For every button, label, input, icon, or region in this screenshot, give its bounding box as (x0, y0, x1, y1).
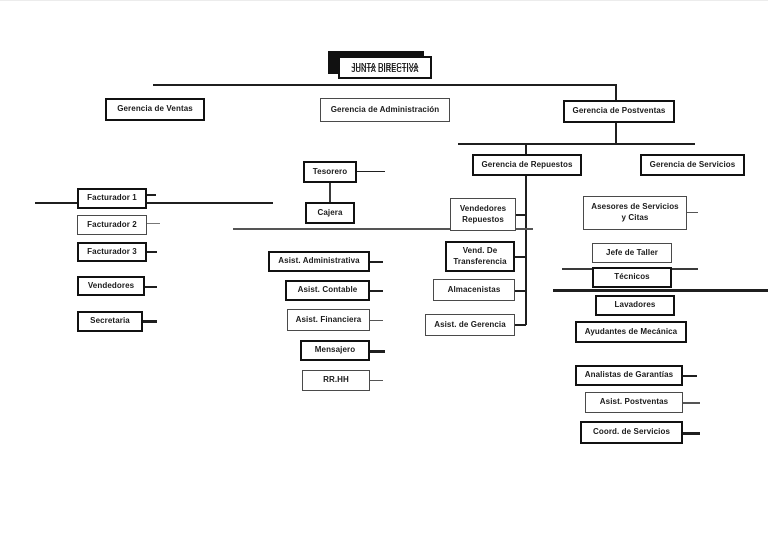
org-node-gerencia-admin: Gerencia de Administración (320, 98, 450, 122)
junta-directiva-label: JUNTA DIRECTIVA (351, 61, 419, 70)
connector-servicios-rail (553, 289, 768, 292)
connector-tick-vend-repuestos (515, 214, 526, 216)
org-node-facturador-3: Facturador 3 (77, 242, 147, 262)
org-node-vendedores-repuestos: Vendedores Repuestos (450, 198, 516, 231)
org-node-label: Asist. Administrativa (278, 256, 360, 266)
org-node-label: Facturador 1 (87, 193, 137, 203)
org-node-rr-hh: RR.HH (302, 370, 370, 391)
org-node-mensajero: Mensajero (300, 340, 370, 361)
connector-tick-vend-transf (514, 256, 526, 258)
org-node-label: Asesores de Servicios y Citas (591, 202, 679, 222)
org-node-label: Asist. de Gerencia (434, 319, 506, 329)
org-node-label: Asist. Financiera (295, 314, 362, 324)
org-node-label: Vend. De Transferencia (453, 245, 507, 266)
org-node-lavadores: Lavadores (595, 295, 675, 316)
connector-postventas-stub-bot (615, 122, 617, 144)
connector-tick-asist-contable (370, 290, 383, 292)
connector-repuestos-stub (525, 143, 527, 155)
org-node-label: Gerencia de Ventas (117, 104, 193, 114)
org-node-tecnicos: Técnicos (592, 267, 672, 288)
org-node-almacenistas: Almacenistas (433, 279, 515, 301)
org-node-label: Asist. Contable (297, 285, 358, 295)
org-node-asist-de-gerencia: Asist. de Gerencia (425, 314, 515, 336)
org-node-label: Facturador 3 (87, 246, 137, 256)
org-node-asesores-servicios: Asesores de Servicios y Citas (583, 196, 687, 230)
org-node-label: Gerencia de Postventas (572, 106, 666, 116)
connector-tick-asist-gerencia (514, 324, 526, 326)
connector-tick-analistas (683, 375, 697, 377)
connector-tick-asist-postventas (683, 402, 700, 404)
org-node-label: Asist. Postventas (599, 397, 669, 407)
connector-tesorero-cajera (329, 183, 331, 202)
org-node-label: Coord. de Servicios (592, 427, 671, 437)
org-node-asist-postventas: Asist. Postventas (585, 392, 683, 413)
org-node-label: Gerencia de Repuestos (481, 159, 573, 169)
org-node-label: Mensajero (314, 345, 356, 355)
connector-tick-asesores (687, 212, 698, 213)
org-node-gerencia-repuestos: Gerencia de Repuestos (472, 154, 582, 176)
connector-tick-tesorero (357, 171, 385, 172)
org-node-jefe-de-taller: Jefe de Taller (592, 243, 672, 263)
connector-tick-almacenistas (514, 290, 526, 292)
connector-tick-vendedores (145, 286, 157, 288)
junta-directiva-label-ghost: JUNTA DIRECTIVA (351, 65, 419, 74)
org-node-asist-contable: Asist. Contable (285, 280, 370, 301)
connector-tick-asist-financiera (370, 320, 383, 321)
org-node-label: Almacenistas (447, 284, 501, 294)
org-node-label: Lavadores (614, 300, 656, 310)
connector-top-rail (153, 84, 617, 86)
connector-postventas-stub-top (615, 84, 617, 101)
connector-admin-rail (233, 228, 533, 230)
org-node-asist-administrativa: Asist. Administrativa (268, 251, 370, 272)
connector-tick-coord-servicios (683, 432, 700, 435)
org-node-facturador-2: Facturador 2 (77, 215, 147, 235)
connector-tick-secretaria (143, 320, 157, 323)
org-node-label: RR.HH (323, 375, 349, 385)
org-node-facturador-1: Facturador 1 (77, 188, 147, 209)
org-node-label: Técnicos (614, 272, 650, 282)
org-node-label: Tesorero (312, 166, 348, 176)
connector-tick-facturador-3 (147, 251, 157, 253)
org-node-label: Gerencia de Servicios (649, 159, 736, 169)
junta-directiva-box: JUNTA DIRECTIVA JUNTA DIRECTIVA (338, 56, 432, 79)
org-node-vend-transferencia: Vend. De Transferencia (445, 241, 515, 272)
org-node-tesorero: Tesorero (303, 161, 357, 183)
org-node-label: Secretaria (90, 316, 130, 326)
org-node-asist-financiera: Asist. Financiera (287, 309, 370, 331)
org-node-gerencia-ventas: Gerencia de Ventas (105, 98, 205, 121)
org-node-analistas-garantias: Analistas de Garantías (575, 365, 683, 386)
org-node-label: Jefe de Taller (606, 247, 658, 257)
org-node-vendedores: Vendedores (77, 276, 145, 296)
org-node-label: Gerencia de Administración (330, 104, 440, 114)
connector-tick-rrhh (370, 380, 383, 381)
connector-repuestos-spine (525, 176, 527, 325)
org-node-coord-servicios: Coord. de Servicios (580, 421, 683, 444)
org-node-label: Cajera (317, 207, 343, 217)
org-node-ayudantes-mecanica: Ayudantes de Mecánica (575, 321, 687, 343)
org-node-gerencia-postventas: Gerencia de Postventas (563, 100, 675, 123)
org-node-label: Facturador 2 (87, 219, 137, 229)
org-node-label: Ayudantes de Mecánica (584, 326, 678, 336)
org-node-gerencia-servicios: Gerencia de Servicios (640, 154, 745, 176)
connector-ventas-rail (35, 202, 273, 204)
org-node-label: Analistas de Garantías (584, 370, 674, 380)
connector-level3-rail (458, 143, 695, 145)
connector-tick-mensajero (370, 350, 385, 353)
connector-tick-asist-admin (370, 261, 383, 263)
org-node-label: Vendedores Repuestos (459, 203, 507, 224)
connector-tick-facturador-1 (147, 194, 156, 196)
org-node-cajera: Cajera (305, 202, 355, 224)
org-node-secretaria: Secretaria (77, 311, 143, 332)
connector-tick-facturador-2 (147, 223, 160, 224)
org-node-label: Vendedores (87, 280, 135, 290)
